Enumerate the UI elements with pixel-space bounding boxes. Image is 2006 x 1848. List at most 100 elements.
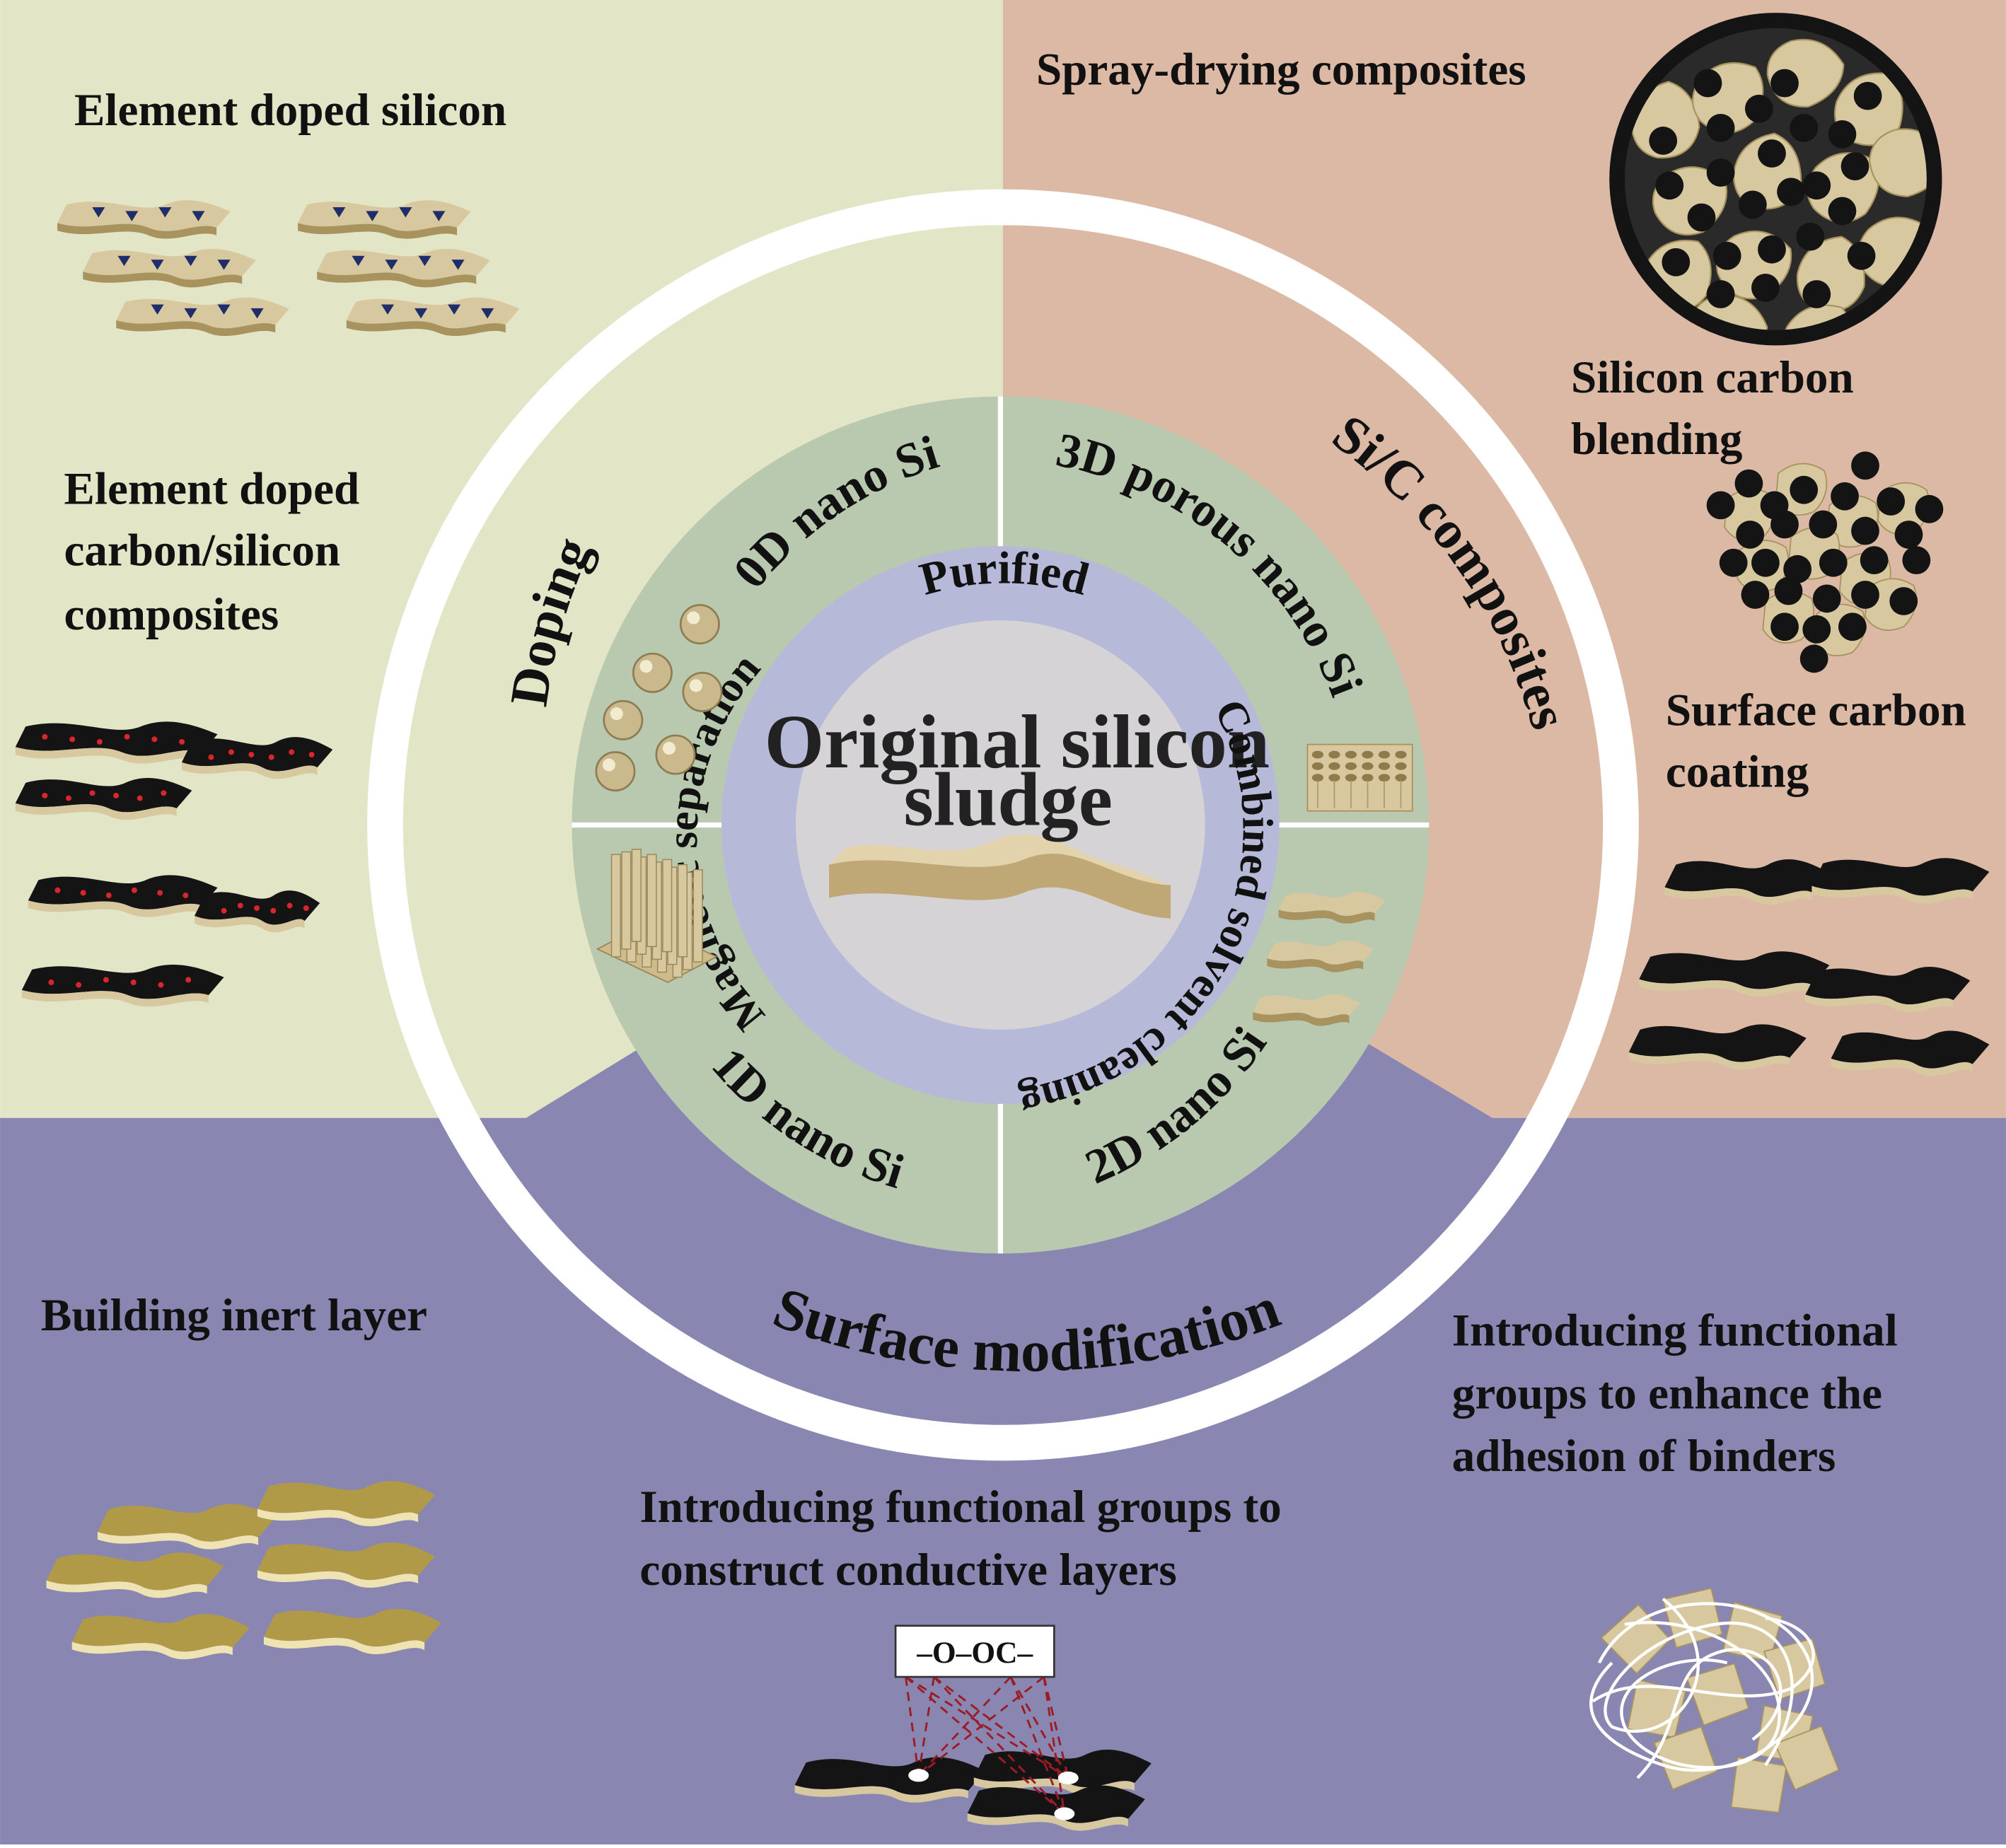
- bond-site: [908, 1769, 929, 1782]
- dopant-marker: [481, 308, 494, 319]
- carbon-particle-icon: [1828, 197, 1857, 226]
- functional-bond-line: [905, 1676, 920, 1776]
- silicon-carbon-blending-label-line2: blending: [1571, 414, 1742, 465]
- dopant-marker: [151, 260, 164, 270]
- pore: [1328, 750, 1340, 759]
- dopant-dot: [179, 739, 185, 745]
- binder-strand: [1620, 1620, 1781, 1769]
- carbon-particle-icon: [1802, 615, 1831, 644]
- carbon-particle-icon: [1751, 548, 1780, 577]
- outer-white-ring: [367, 189, 1639, 1461]
- sphere-icon: [682, 671, 723, 712]
- dopant-marker: [381, 304, 395, 315]
- carbon-particle-icon: [1783, 554, 1812, 583]
- surface-carbon-coating-label-line1: Surface carbon: [1666, 685, 1966, 736]
- pore: [1311, 762, 1324, 770]
- nanowire: [621, 851, 632, 950]
- nanowire: [610, 854, 621, 958]
- carbon-particle-icon: [1706, 113, 1735, 142]
- carbon-particle-icon: [1790, 113, 1819, 142]
- carbon-particle-icon: [1838, 612, 1867, 641]
- pore: [1328, 762, 1340, 770]
- inert-layer-sheet-icon: [46, 1552, 224, 1598]
- nanosphere-icons: [595, 604, 723, 792]
- pore: [1345, 762, 1357, 770]
- carbon-particle-icon: [1738, 190, 1767, 219]
- dopant-dot: [286, 902, 293, 909]
- doped-sheet-icon: [116, 297, 289, 337]
- sphere-highlight: [689, 679, 702, 692]
- carbon-particle-icon: [1758, 139, 1786, 168]
- carbon-blend-icon: [1706, 451, 1944, 673]
- dopant-marker: [418, 255, 431, 267]
- dopant-marker: [451, 260, 465, 270]
- doped-sheet-icon: [57, 200, 231, 239]
- dopant-dot: [96, 739, 103, 745]
- svg-text:Element doped: Element doped: [64, 464, 359, 515]
- sphere-highlight: [602, 758, 615, 772]
- pore: [1311, 750, 1324, 759]
- dopant-dot: [237, 902, 243, 909]
- pore: [1345, 774, 1357, 782]
- element-doped-cs-label: Element doped carbon/silicon composites: [64, 464, 359, 640]
- center-disc: [796, 620, 1205, 1030]
- pore: [1378, 750, 1391, 759]
- sphere-icon: [595, 751, 636, 792]
- chem-formula-label: –O–OC–: [916, 1636, 1033, 1670]
- dopant-dot: [228, 749, 234, 755]
- carbon-particle-icon: [1840, 152, 1869, 181]
- functional-bond-line: [933, 1676, 1065, 1815]
- carbon-particle-icon: [1809, 510, 1838, 539]
- func-conductive-label-line1: Introducing functional groups to: [639, 1482, 1281, 1533]
- binder-strand: [1592, 1616, 1815, 1703]
- silicon-carbon-blending-label-line1: Silicon carbon: [1571, 352, 1854, 403]
- doped-cs-sheets: [15, 721, 333, 1007]
- dopant-marker: [184, 255, 197, 267]
- pore: [1362, 774, 1374, 782]
- func-conductive-label-line2: construct conductive layers: [639, 1545, 1176, 1596]
- dopant-dot: [221, 907, 227, 914]
- dopant-dot: [185, 977, 192, 983]
- carbon-particle-icon: [1799, 644, 1828, 673]
- dopant-dot: [124, 733, 130, 740]
- dopant-marker: [414, 308, 428, 319]
- dopant-dot: [289, 749, 295, 755]
- func-adhesion-label-line1: Introducing functional: [1452, 1306, 1898, 1356]
- nanowire: [631, 849, 642, 942]
- functional-bond-line: [1043, 1676, 1066, 1814]
- dopant-marker: [448, 304, 461, 315]
- carbon-particle-icon: [1758, 235, 1786, 264]
- silicon-flake: [1730, 1756, 1787, 1813]
- inert-layer-sheet-icon: [257, 1542, 435, 1588]
- carbon-particle-icon: [1790, 475, 1819, 504]
- carbon-particle-icon: [1649, 127, 1678, 155]
- carbon-particle-icon: [1853, 81, 1882, 110]
- carbon-particle-icon: [1744, 94, 1773, 123]
- element-doped-silicon-label: Element doped silicon: [74, 85, 506, 136]
- sphere-icon: [632, 652, 673, 693]
- dopant-dot: [103, 977, 109, 983]
- inert-layer-sheets: [46, 1481, 442, 1660]
- doped-carbon-sheet-icon: [194, 890, 320, 933]
- dopant-marker: [184, 308, 197, 319]
- porous-block-body: [1306, 743, 1413, 812]
- binder-strand: [1589, 1602, 1814, 1772]
- carbon-particle-icon: [1655, 171, 1684, 200]
- dopant-dot: [308, 752, 315, 758]
- nanowire: [692, 869, 703, 963]
- dopant-dot: [268, 754, 274, 760]
- inert-layer-sheet-icon: [257, 1481, 435, 1527]
- carbon-particle-icon: [1774, 576, 1803, 605]
- func-adhesion-label-line2: groups to enhance the: [1452, 1368, 1882, 1419]
- dopant-dot: [208, 754, 214, 760]
- pore: [1362, 762, 1374, 770]
- doped-carbon-sheet-icon: [15, 721, 218, 764]
- pore: [1328, 774, 1340, 782]
- carbon-particle-icon: [1777, 178, 1805, 207]
- functional-bond-line: [1009, 1676, 1069, 1779]
- dopant-marker: [432, 211, 446, 221]
- pore: [1362, 750, 1374, 759]
- dopant-marker: [366, 211, 379, 221]
- sludge-sheet-icon: [829, 834, 1171, 919]
